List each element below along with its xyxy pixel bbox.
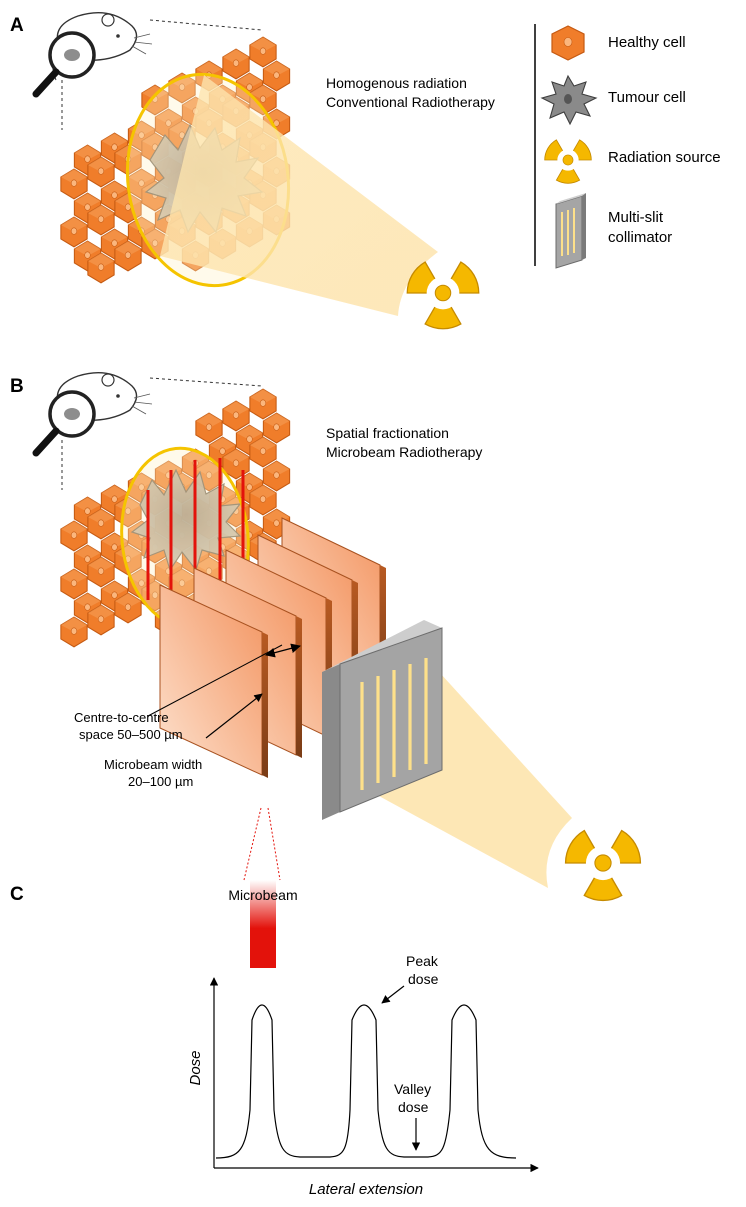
peak-arrow — [381, 985, 405, 1004]
panel-letter-b: B — [10, 376, 24, 397]
caption-a-line1: Homogenous radiation — [326, 75, 467, 91]
y-axis-label: Dose — [187, 1050, 204, 1085]
spacing-pointer — [147, 644, 283, 717]
panel-a: A Homogenous radiation Conventional Radi… — [10, 12, 495, 330]
spacing-label-1: Centre-to-centre — [74, 710, 169, 725]
magnifier-icon — [32, 390, 96, 457]
healthy-cell — [249, 388, 277, 420]
legend-radiation-label: Radiation source — [608, 149, 721, 166]
healthy-cell — [60, 216, 88, 248]
zoom-lines-b — [61, 377, 263, 490]
panel-letter-a: A — [10, 15, 24, 36]
legend-collimator-label-2: collimator — [608, 229, 672, 246]
caption-a-line2: Conventional Radiotherapy — [326, 94, 495, 110]
tumour-cell-icon — [540, 74, 598, 126]
zoom-lines-a — [61, 19, 263, 130]
healthy-cell — [262, 460, 291, 492]
microbeam-projection — [243, 807, 281, 881]
legend: Healthy cell Tumour cell Radiation sourc… — [534, 24, 721, 269]
healthy-cell — [60, 616, 88, 648]
dose-profile-curve — [215, 1004, 517, 1159]
radiation-source-icon — [541, 137, 595, 184]
plate-0 — [159, 584, 268, 778]
radiation-source-icon — [402, 258, 484, 330]
healthy-cell — [249, 36, 277, 68]
multi-slit-collimator-icon — [555, 193, 586, 269]
x-axis-label: Lateral extension — [309, 1181, 423, 1198]
healthy-cell — [262, 412, 291, 444]
radiation-source-icon — [560, 827, 646, 902]
microbeam-bar — [250, 880, 276, 968]
healthy-cell — [60, 568, 88, 600]
spacing-label-2: space 50–500 µm — [79, 727, 183, 742]
healthy-cell — [60, 168, 88, 200]
microbeam-stripes — [146, 458, 245, 612]
legend-tumour-label: Tumour cell — [608, 89, 686, 106]
healthy-cell — [262, 60, 291, 92]
healthy-cell — [222, 48, 250, 80]
healthy-cell — [195, 412, 223, 444]
peak-label-1: Peak — [406, 953, 439, 969]
microbeam-label: Microbeam — [228, 887, 297, 903]
healthy-cell — [222, 400, 250, 432]
tumour-region-b — [130, 468, 242, 572]
panel-c: Microbeam C Peak dose Valley dose Dose L… — [10, 807, 539, 1198]
healthy-cell — [60, 520, 88, 552]
panel-b: B Spatial fractionation Microbeam Radiot… — [10, 372, 646, 902]
healthy-cell-icon — [551, 25, 585, 61]
spacing-double-arrow — [265, 643, 301, 658]
multi-slit-collimator — [322, 620, 443, 820]
valley-label-2: dose — [398, 1099, 429, 1115]
valley-label-1: Valley — [394, 1081, 431, 1097]
peak-label-2: dose — [408, 971, 439, 987]
width-label-1: Microbeam width — [104, 757, 202, 772]
radiation-beam-a — [160, 75, 438, 316]
legend-collimator-label-1: Multi-slit — [608, 209, 664, 226]
width-arrow — [205, 693, 263, 739]
magnifier-icon — [32, 31, 96, 98]
caption-b-line1: Spatial fractionation — [326, 425, 449, 441]
caption-b-line2: Microbeam Radiotherapy — [326, 444, 482, 460]
legend-healthy-label: Healthy cell — [608, 34, 686, 51]
width-label-2: 20–100 µm — [128, 774, 193, 789]
panel-letter-c: C — [10, 884, 24, 905]
